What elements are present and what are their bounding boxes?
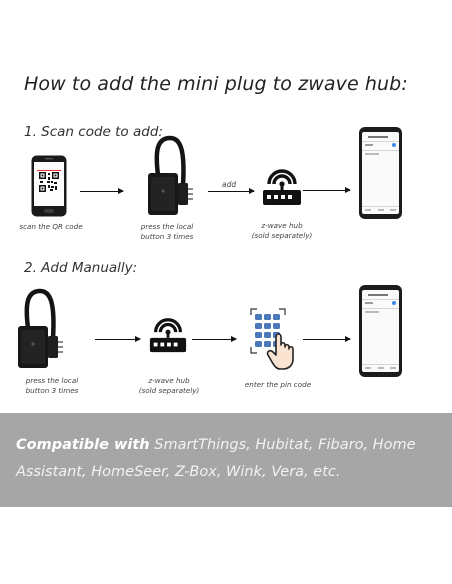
caption-line: button 3 times: [140, 232, 194, 241]
arrow-label-add: add: [222, 180, 237, 189]
app-screenshot-phone: [359, 127, 402, 219]
zwave-hub-icon: [149, 318, 187, 353]
caption-scan: scan the QR code: [19, 222, 83, 231]
caption-line: press the local: [140, 222, 194, 231]
compat-lead: Compatible with: [16, 437, 150, 453]
caption-line: z-wave hub: [261, 221, 303, 230]
caption-line: z-wave hub: [148, 376, 190, 385]
phone-qr-icon: [31, 155, 67, 217]
caption-pin: enter the pin code: [244, 380, 312, 389]
arrow-1: [80, 188, 124, 194]
compatibility-text: Compatible with SmartThings, Hubitat, Fi…: [16, 432, 446, 486]
caption-line: (sold separately): [251, 231, 313, 240]
caption-line: (sold separately): [138, 386, 200, 395]
app-screenshot-phone: [359, 285, 402, 377]
arrow-2: [208, 188, 255, 194]
zwave-hub-icon: [263, 169, 301, 205]
mini-plug-icon: [18, 288, 63, 368]
page-title: How to add the mini plug to zwave hub:: [24, 73, 408, 95]
arrow-4: [95, 336, 141, 342]
arrow-6: [303, 336, 351, 342]
compatibility-banner: [0, 413, 452, 507]
caption-line: button 3 times: [25, 386, 79, 395]
arrow-5: [192, 336, 237, 342]
caption-hub-2: z-wave hub(sold separately): [133, 376, 205, 396]
step-1-heading: 1. Scan code to add:: [24, 124, 163, 140]
step-2-heading: 2. Add Manually:: [24, 260, 138, 276]
caption-hub-1: z-wave hub(sold separately): [246, 221, 318, 241]
caption-line: press the local: [25, 376, 79, 385]
compat-list: SmartThings, Hubitat, Fibaro, Home Assis…: [16, 437, 416, 480]
arrow-3: [303, 187, 351, 193]
pin-keypad-icon: [250, 308, 294, 370]
mini-plug-icon: [148, 135, 193, 215]
